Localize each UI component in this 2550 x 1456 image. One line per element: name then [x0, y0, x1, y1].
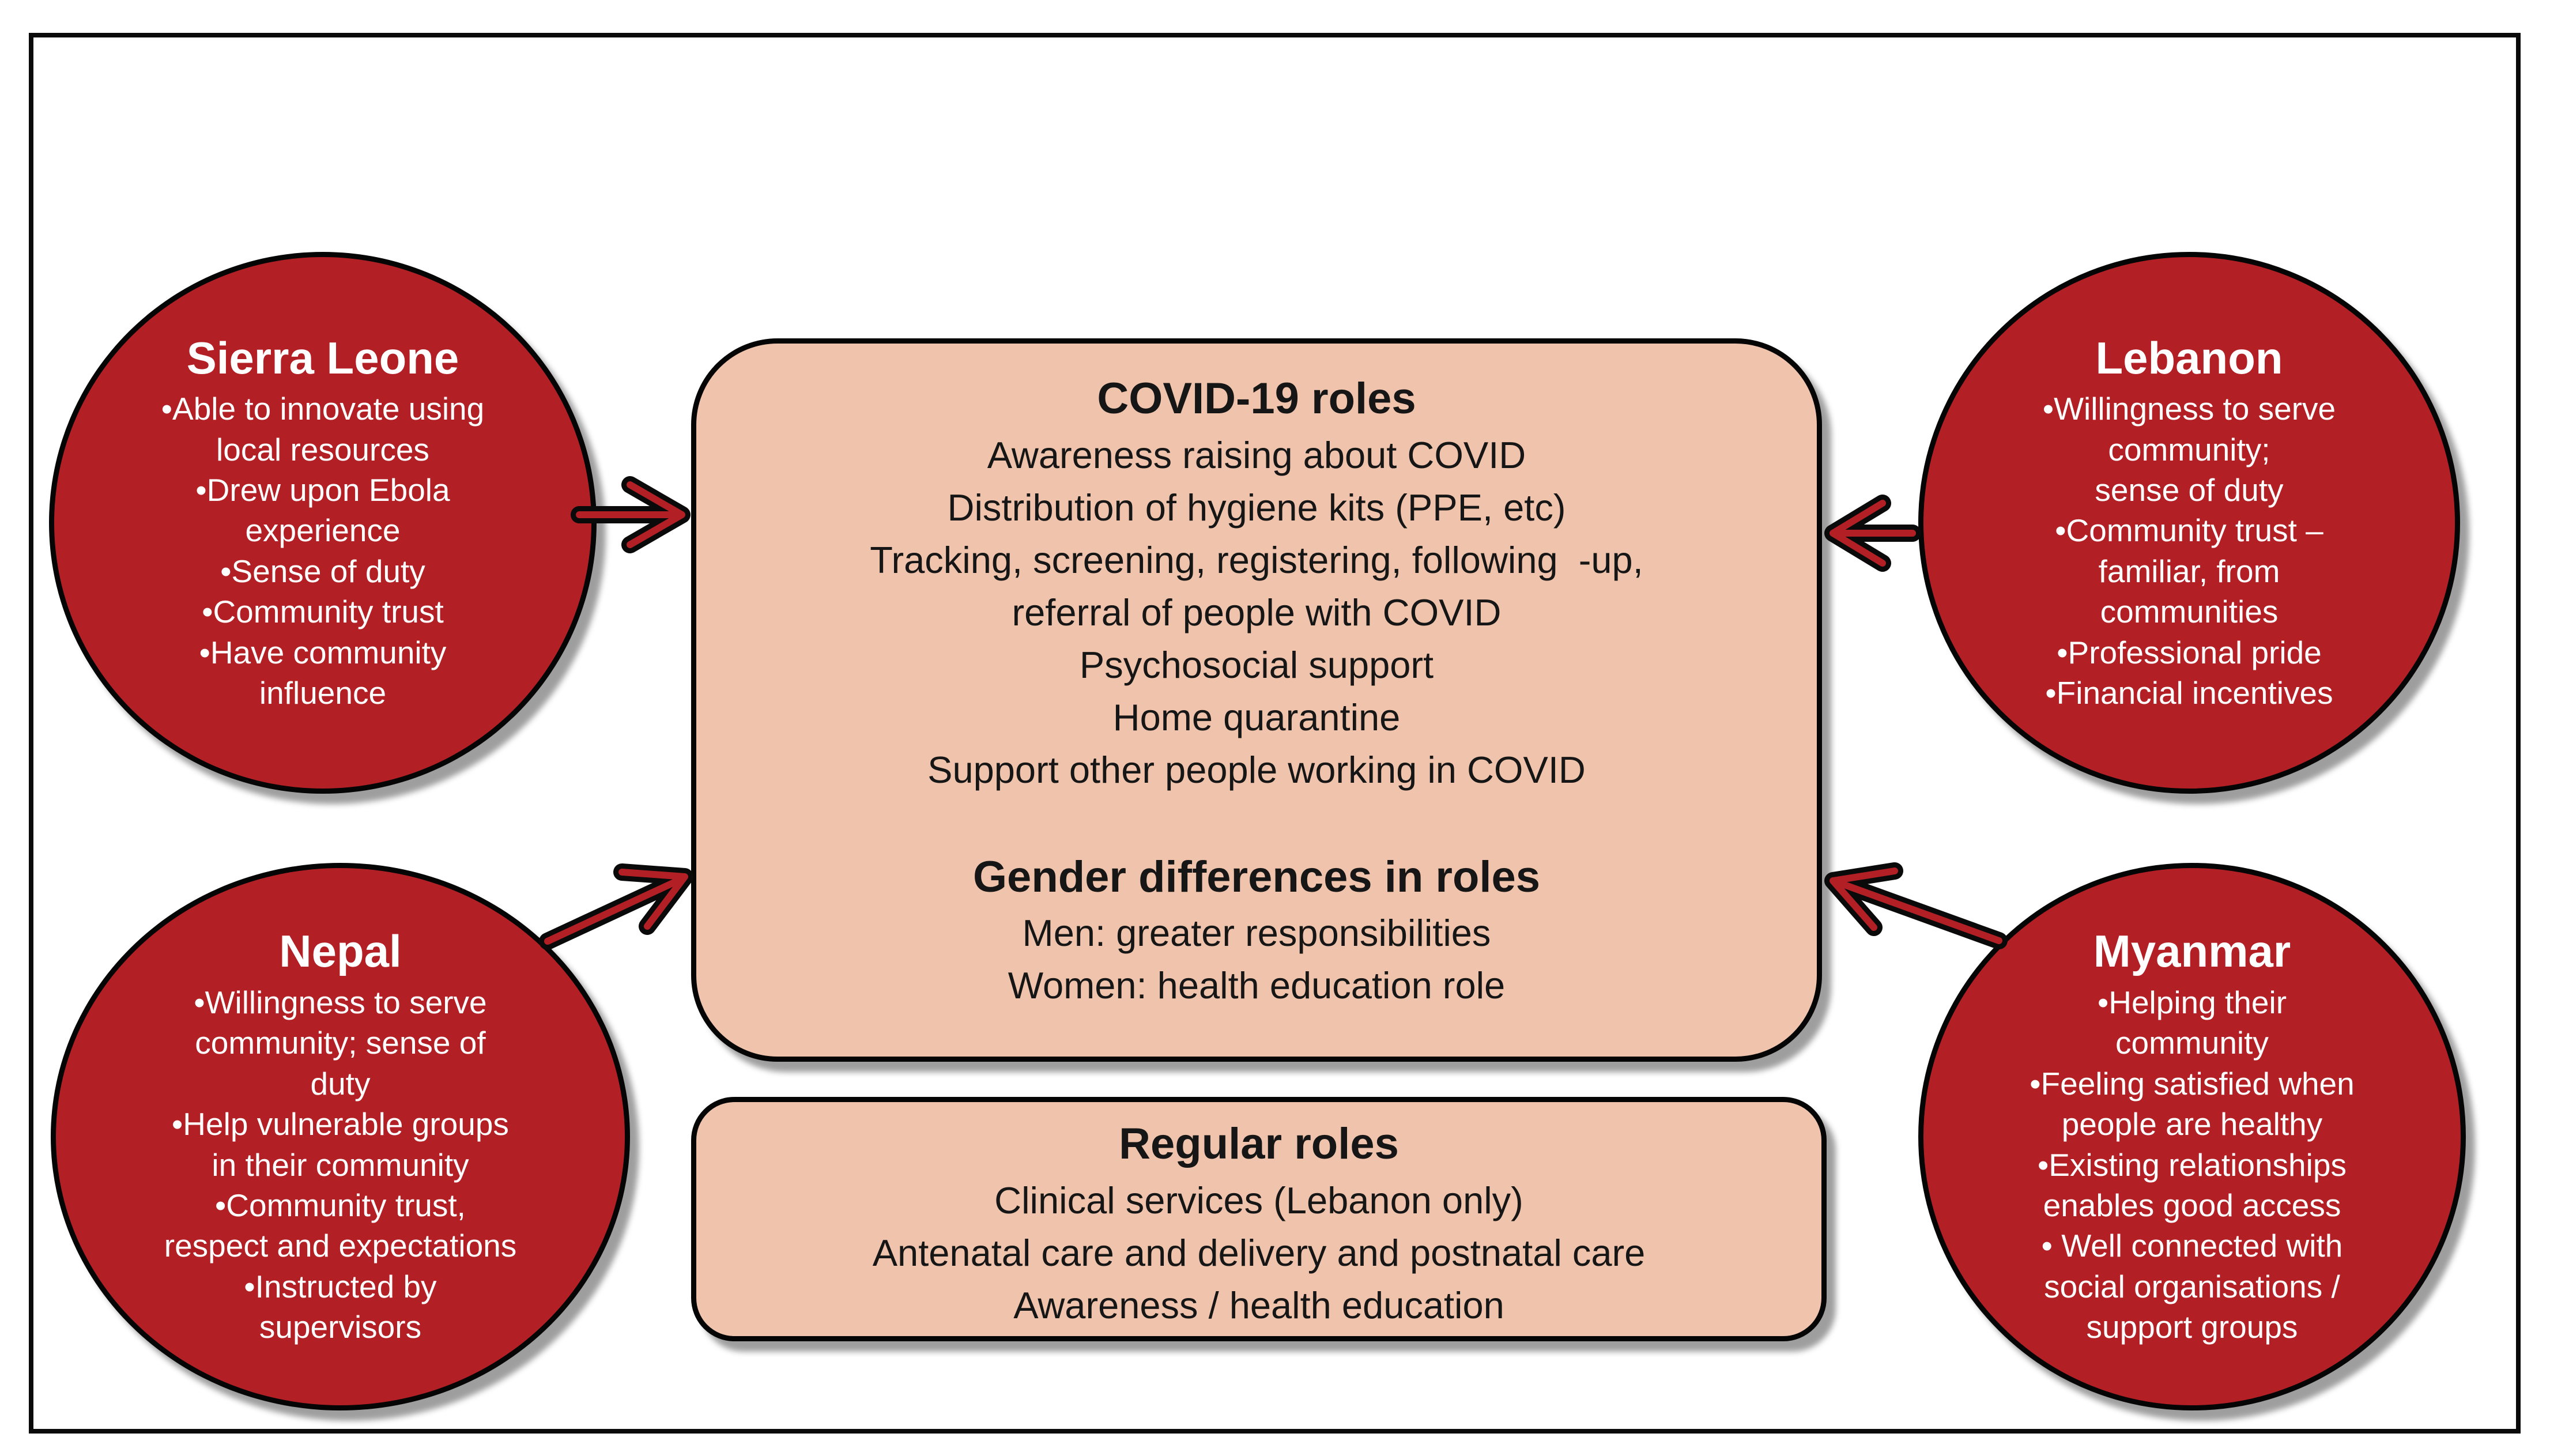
lebanon-bullet-2: •Community trust – familiar, from commun… [2055, 512, 2323, 630]
sierra-leone-title: Sierra Leone [186, 332, 459, 383]
myanmar-bullet-1: •Helping their community [2097, 985, 2287, 1061]
sierra-leone-bullet-1: •Able to innovate using local resources [161, 391, 485, 467]
myanmar-bullet-4: • Well connected with social organisatio… [2041, 1228, 2343, 1345]
gender-line-men: Men: greater responsibilities [1022, 912, 1491, 955]
lebanon-circle: Lebanon •Willingness to serve community;… [1918, 252, 2460, 794]
regular-role-line-1: Clinical services (Lebanon only) [994, 1179, 1523, 1221]
myanmar-bullet-2: •Feeling satisfied when people are healt… [2030, 1065, 2355, 1142]
nepal-title: Nepal [279, 926, 402, 977]
covid-role-line-6: Support other people working in COVID [927, 748, 1586, 791]
sierra-leone-bullet-2: •Drew upon Ebola experience [195, 472, 450, 549]
sierra-leone-bullet-3: •Sense of duty [220, 553, 425, 589]
lebanon-bullet-3: •Professional pride [2057, 634, 2322, 670]
regular-roles-title: Regular roles [1119, 1119, 1399, 1168]
lebanon-bullet-1: •Willingness to serve community; sense o… [2042, 391, 2336, 508]
nepal-bullet-3: •Community trust, respect and expectatio… [164, 1187, 517, 1264]
regular-roles-box: Regular roles Clinical services (Lebanon… [691, 1097, 1827, 1341]
covid-roles-title: COVID-19 roles [1097, 374, 1416, 423]
nepal-bullet-1: •Willingness to serve community; sense o… [194, 985, 487, 1102]
myanmar-title: Myanmar [2093, 926, 2291, 977]
sierra-leone-bullet-4: •Community trust [202, 594, 444, 630]
nepal-bullet-2: •Help vulnerable groups in their communi… [172, 1106, 509, 1183]
outer-frame [29, 33, 2521, 1434]
nepal-circle: Nepal •Willingness to serve community; s… [51, 863, 630, 1410]
lebanon-bullet-4: •Financial incentives [2045, 675, 2333, 711]
lebanon-title: Lebanon [2095, 332, 2283, 383]
covid-role-line-3: Tracking, screening, registering, follow… [870, 538, 1643, 633]
covid-role-line-5: Home quarantine [1112, 696, 1401, 738]
covid-role-line-4: Psychosocial support [1079, 643, 1434, 686]
myanmar-circle: Myanmar •Helping their community •Feelin… [1918, 863, 2466, 1410]
gender-line-women: Women: health education role [1008, 964, 1506, 1007]
regular-role-line-2: Antenatal care and delivery and postnata… [872, 1231, 1646, 1274]
covid-roles-box: COVID-19 roles Awareness raising about C… [691, 338, 1822, 1062]
sierra-leone-bullet-5: •Have community influence [199, 634, 447, 711]
nepal-bullet-4: •Instructed by supervisors [244, 1268, 437, 1345]
regular-role-line-3: Awareness / health education [1013, 1284, 1504, 1326]
myanmar-bullet-3: •Existing relationships enables good acc… [2038, 1146, 2347, 1224]
covid-role-line-2: Distribution of hygiene kits (PPE, etc) [947, 486, 1566, 529]
covid-role-line-1: Awareness raising about COVID [987, 433, 1526, 476]
sierra-leone-circle: Sierra Leone •Able to innovate using loc… [49, 252, 597, 794]
gender-differences-heading: Gender differences in roles [972, 852, 1541, 901]
